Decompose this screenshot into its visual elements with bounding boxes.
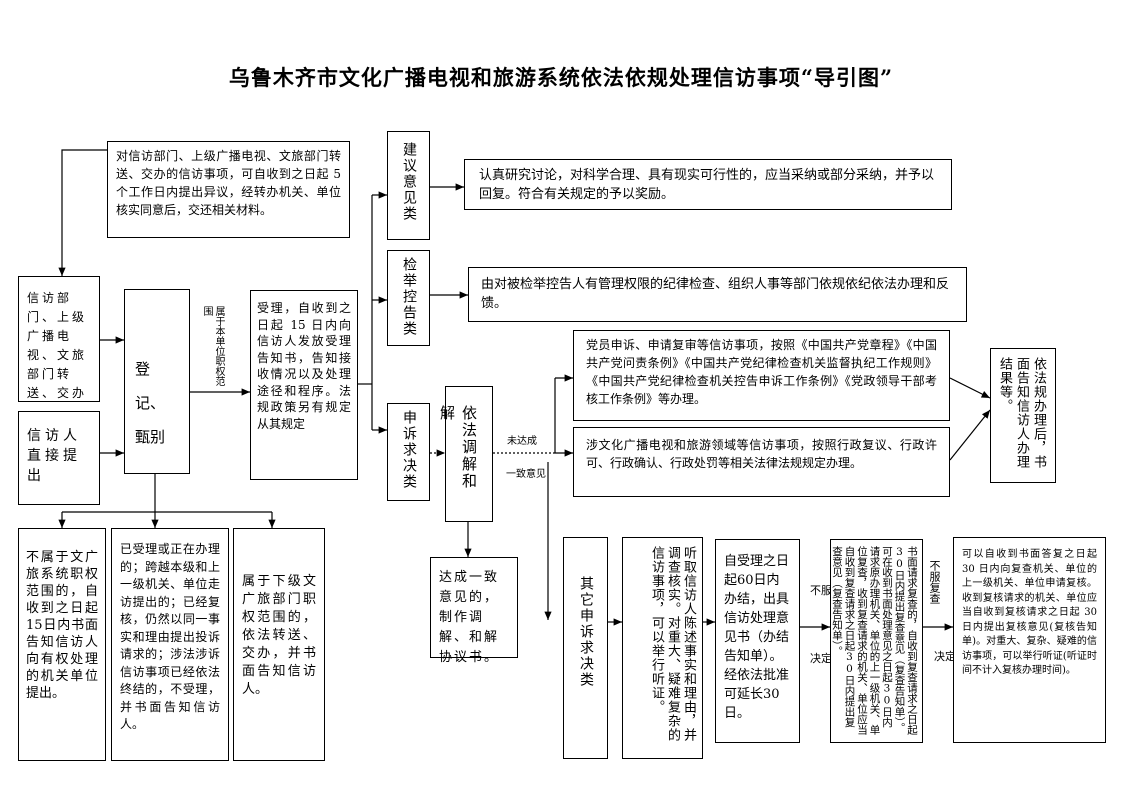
- recheck-request-box: 可以自收到书面答复之日起 30 日内向复查机关、单位的上一级机关、单位申请复核。…: [953, 537, 1106, 743]
- decision-label: 决定: [810, 652, 832, 665]
- report-handling-box: 由对被检举控告人有管理权限的纪律检查、组织人事等部门依规依纪依法办理和反馈。: [468, 267, 967, 322]
- legal-result-box: 依法规办理后，书面告知信访人办理结果等。: [990, 348, 1056, 483]
- mediation-agreement-box: 达成一致意见的，制作调解、和解协议书。: [430, 557, 518, 665]
- other-appeal-box: 其它申诉求决类: [563, 537, 608, 759]
- accept-notice-box: 受理，自收到之日起 15 日内向信访人发放受理告知书，告知接收情况以及处理途径和…: [250, 290, 358, 480]
- out-of-scope-box: 不属于文广旅系统职权范围的，自收到之日起15日内书面告知信访人向有权处理的机关单…: [18, 528, 106, 761]
- report-category-box: 检举控告类: [387, 250, 430, 346]
- own-scope-label: 属于本单位职权范围: [201, 306, 224, 386]
- lower-level-transfer-box: 属于下级文广旅部门职权范围的，依法转送、交办，并书面告知信访人。: [233, 528, 325, 761]
- investigation-box: 听取信访人陈述事实和理由，并调查核实。对重大、疑难复杂的信访事项，可以举行听证。: [622, 537, 703, 759]
- not-reached-label: 未达成: [507, 436, 537, 447]
- source-department-box: 信访部门、上级广播电视、文旅部门转送、交办: [18, 276, 100, 402]
- appeal-category-box: 申诉求决类: [387, 403, 430, 501]
- review-request-box: 书面请求复查的，自收到复查请求之日起30日内提出复查意见（复查告知单）。可在收到…: [830, 539, 923, 743]
- administrative-appeal-box: 涉文化广播电视和旅游领域等信访事项，按照行政复议、行政许可、行政确认、行政处罚等…: [573, 427, 950, 497]
- transfer-objection-note: 对信访部门、上级广播电视、文旅部门转送、交办的信访事项，可自收到之日起 5 个工…: [107, 141, 350, 238]
- agreed-label: 一致意见: [506, 469, 546, 480]
- mediation-box: 依法调解和解: [438, 386, 493, 522]
- not-accepted-box: 已受理或正在办理的；跨越本级和上一级机关、单位走访提出的；已经复核，仍然以同一事…: [111, 528, 229, 761]
- source-petitioner-box: 信访人直接提出: [18, 411, 100, 505]
- decision-label-2: 决定: [934, 650, 956, 663]
- dissatisfied-label: 不服: [810, 584, 832, 597]
- dissatisfied-review-label: 不服复查: [928, 560, 941, 604]
- page-title: 乌鲁木齐市文化广播电视和旅游系统依法依规处理信访事项“导引图”: [228, 65, 894, 90]
- suggestion-category-box: 建议意见类: [387, 131, 430, 240]
- party-appeal-box: 党员申诉、申请复审等信访事项，按照《中国共产党章程》《中国共产党问责条例》《中国…: [573, 330, 950, 421]
- register-screen-box: 登记、甄别: [124, 289, 190, 474]
- handling-opinion-box: 自受理之日起60日内办结，出具信访处理意见书（办结告知单）。经依法批准可延长30…: [715, 539, 800, 743]
- suggestion-handling-box: 认真研究讨论，对科学合理、具有现实可行性的，应当采纳或部分采纳，并予以回复。符合…: [464, 159, 952, 210]
